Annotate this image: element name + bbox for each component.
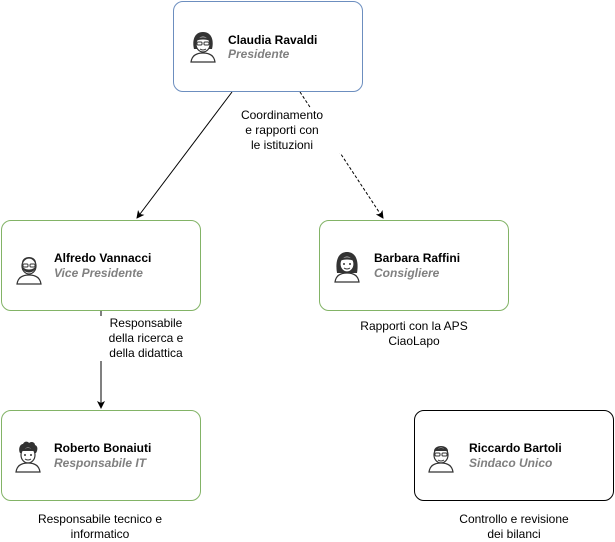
curly-hair-man-icon: [15, 441, 41, 473]
label-line: e rapporti con: [245, 123, 319, 137]
node-role: Consigliere: [374, 266, 440, 280]
female-person-icon: [190, 32, 216, 63]
node-name: Riccardo Bartoli: [469, 441, 562, 455]
label-line: informatico: [70, 527, 130, 541]
edge-presidente-vice: [136, 91, 233, 219]
bearded-man-icon: [16, 257, 42, 285]
label-line: CiaoLapo: [388, 334, 440, 348]
node-name: Roberto Bonaiuti: [54, 441, 152, 455]
label-aps: Rapporti con la APS CiaoLapo: [344, 319, 484, 349]
label-tecnico: Responsabile tecnico e informatico: [30, 512, 170, 542]
node-alfredo-vannacci[interactable]: Alfredo Vannacci Vice Presidente: [1, 220, 201, 311]
node-role: Responsabile IT: [54, 456, 147, 470]
label-line: Responsabile tecnico e: [37, 512, 163, 526]
label-ricerca: Responsabile della ricerca e della didat…: [96, 316, 196, 361]
man-with-glasses-icon: [428, 446, 454, 473]
label-line: Controllo e revisione: [459, 512, 569, 526]
node-claudia-ravaldi[interactable]: Claudia Ravaldi Presidente: [173, 1, 363, 92]
node-role: Vice Presidente: [54, 266, 143, 280]
label-controllo: Controllo e revisione dei bilanci: [444, 512, 584, 542]
label-line: della ricerca e: [108, 331, 184, 345]
label-coordinamento: Coordinamento e rapporti con le istituzi…: [222, 108, 342, 153]
node-roberto-bonaiuti[interactable]: Roberto Bonaiuti Responsabile IT: [1, 410, 201, 501]
label-line: Responsabile: [109, 316, 183, 330]
node-name: Claudia Ravaldi: [228, 33, 318, 47]
node-role: Presidente: [228, 47, 290, 61]
node-riccardo-bartoli[interactable]: Riccardo Bartoli Sindaco Unico: [414, 410, 614, 501]
label-line: le istituzioni: [250, 138, 314, 152]
node-barbara-raffini[interactable]: Barbara Raffini Consigliere: [319, 220, 509, 311]
label-line: della didattica: [109, 346, 183, 360]
node-name: Alfredo Vannacci: [54, 251, 152, 265]
node-name: Barbara Raffini: [374, 251, 461, 265]
label-line: Coordinamento: [240, 108, 324, 122]
female-person-icon: [334, 252, 360, 283]
label-line: dei bilanci: [487, 527, 541, 541]
label-line: Rapporti con la APS: [360, 319, 468, 333]
node-role: Sindaco Unico: [469, 456, 553, 470]
